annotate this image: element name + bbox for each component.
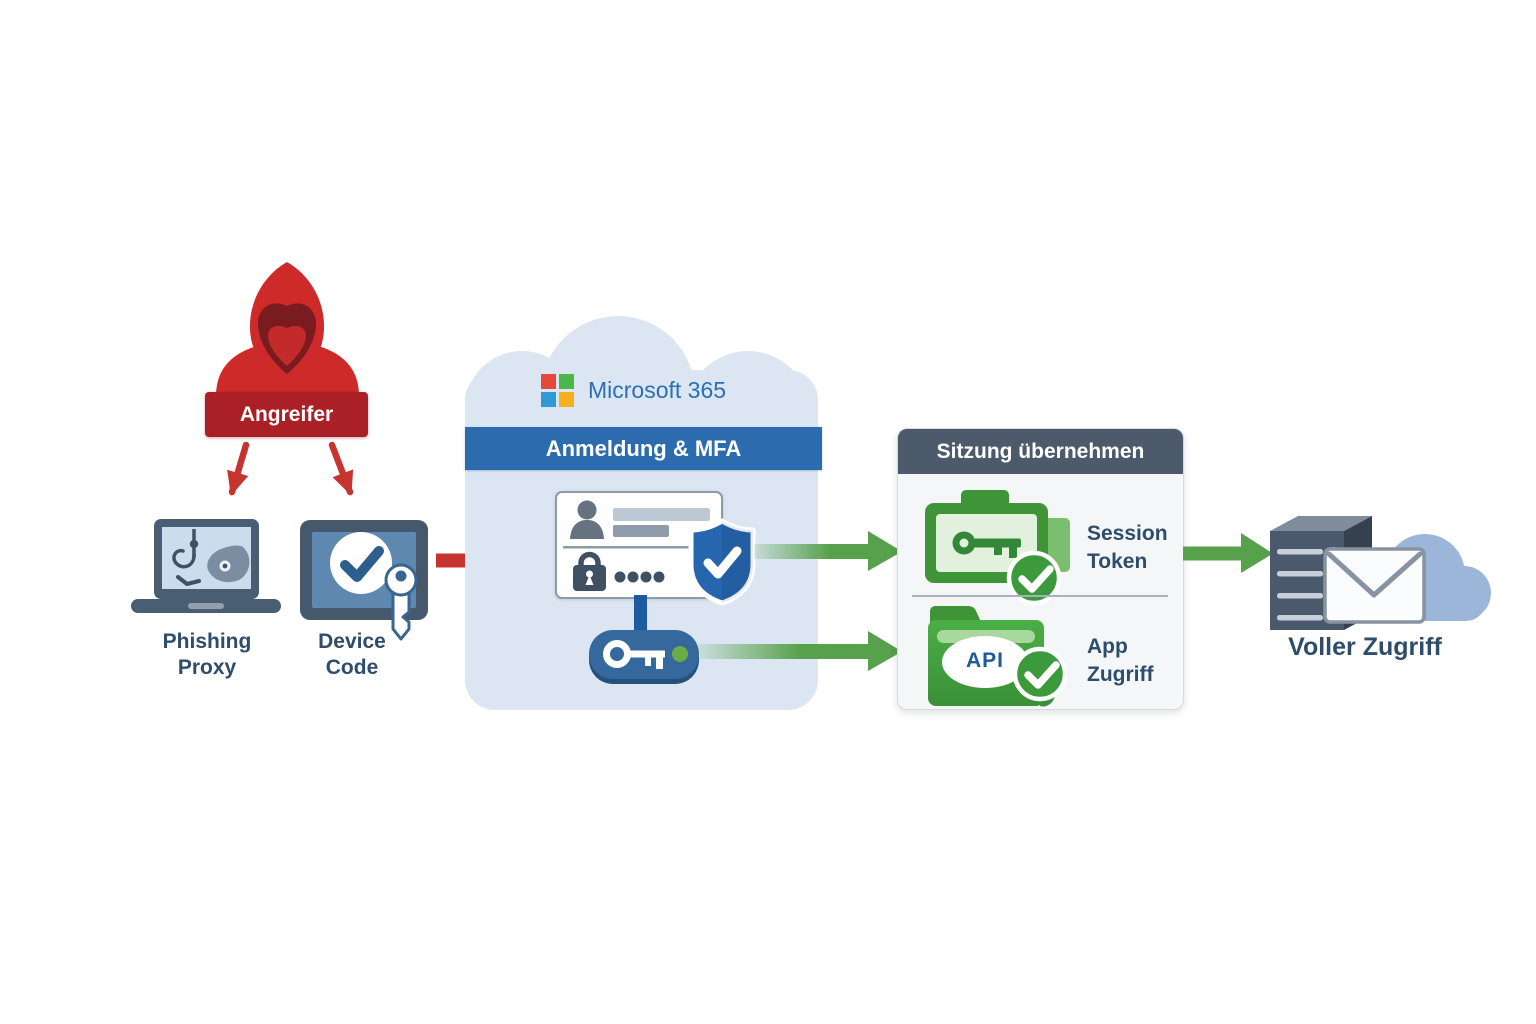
laptop-phishing-hook-icon [131, 519, 281, 613]
microsoft-logo-icon [541, 374, 574, 407]
tablet-checkmark-key-icon [300, 520, 428, 641]
ms-square-yellow [559, 392, 574, 407]
mfa-shield-check-icon [688, 518, 756, 606]
key-icon [384, 563, 418, 641]
token-key-fob-icon [589, 630, 699, 684]
session-box-header: Sitzung übernehmen [898, 429, 1183, 474]
microsoft-365-brand: Microsoft 365 [588, 377, 727, 403]
session-token-label: Session Token [1087, 522, 1168, 573]
anmeldung-mfa-banner: Anmeldung & MFA [465, 427, 822, 470]
credential-card-graphics [563, 500, 715, 591]
card-token-connector [634, 595, 647, 631]
check-badge-icon [1012, 646, 1068, 702]
hooded-attacker-icon [216, 262, 359, 396]
green-arrow-app-icon [698, 631, 902, 671]
voller-zugriff-label: Voller Zugriff [1288, 633, 1442, 661]
ms-square-green [559, 374, 574, 389]
ms-square-blue [541, 392, 556, 407]
envelope-icon [1323, 547, 1426, 624]
attacker-label: Angreifer [239, 402, 334, 426]
anmeldung-mfa-label: Anmeldung & MFA [545, 435, 742, 461]
device-code-label: Device Code [318, 630, 386, 679]
green-arrow-target-icon [1183, 533, 1273, 573]
phishing-proxy-label: Phishing Proxy [162, 630, 252, 679]
green-arrow-session-icon [754, 531, 902, 571]
api-folder-icon [928, 606, 1068, 707]
check-badge-icon [1006, 550, 1062, 606]
ms-square-red [541, 374, 556, 389]
session-box-title: Sitzung übernehmen [936, 439, 1145, 463]
full-access-target-icon [1270, 516, 1491, 630]
attacker-banner: Angreifer [205, 392, 368, 437]
red-arrows-attacker-icon [227, 441, 354, 496]
api-badge-label: API [965, 649, 1004, 672]
app-zugriff-label: App Zugriff [1087, 635, 1154, 686]
session-box-divider [912, 595, 1168, 597]
session-token-key-icon [925, 490, 1070, 606]
